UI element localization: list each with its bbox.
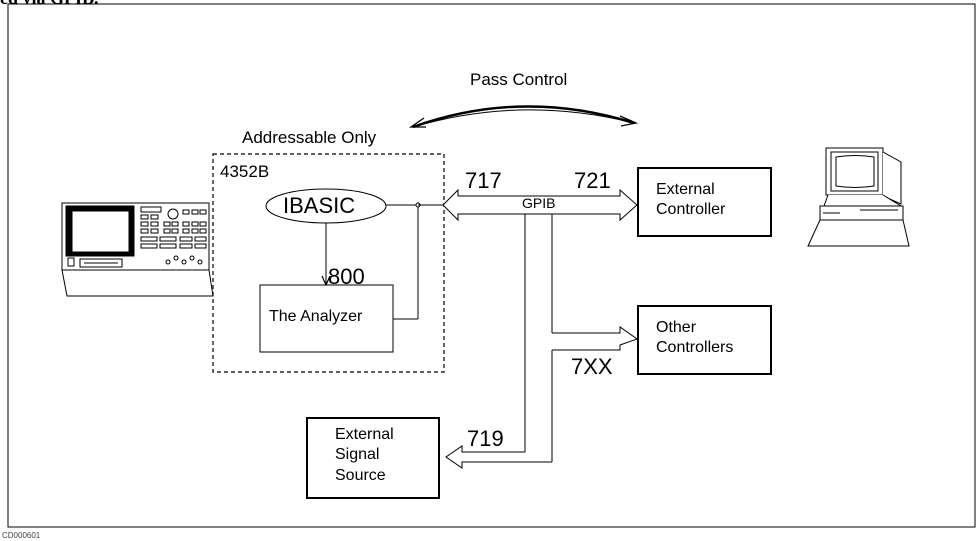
external-controller-box <box>637 167 772 237</box>
signal-source-box <box>306 417 440 499</box>
computer-icon <box>807 147 910 247</box>
analyzer-label: The Analyzer <box>269 308 363 325</box>
addressable-only-region <box>212 153 445 373</box>
address-7xx: 7XX <box>571 354 613 379</box>
pass-control-arrow <box>408 105 639 129</box>
other-controllers-box <box>637 305 772 375</box>
other-controllers-label: Other Controllers <box>656 319 734 357</box>
model-label: 4352B <box>220 162 270 181</box>
internal-gpib-link <box>386 202 443 320</box>
ibasic-label: IBASIC <box>283 193 356 218</box>
address-800: 800 <box>328 264 365 289</box>
address-717: 717 <box>465 168 502 193</box>
address-721: 721 <box>574 168 611 193</box>
pass-control-label: Pass Control <box>470 70 568 89</box>
instrument-icon <box>61 202 214 297</box>
figure-id: CD000601 <box>2 531 41 540</box>
addressable-only-label: Addressable Only <box>242 128 377 147</box>
gpib-label: GPIB <box>522 195 556 211</box>
figure-frame <box>7 3 976 528</box>
signal-source-label: External Signal Source <box>335 426 394 484</box>
other-controllers-arrow <box>552 326 639 351</box>
external-controller-label: External Controller <box>656 181 726 219</box>
signal-source-arrow <box>445 445 552 469</box>
address-719: 719 <box>467 426 504 451</box>
